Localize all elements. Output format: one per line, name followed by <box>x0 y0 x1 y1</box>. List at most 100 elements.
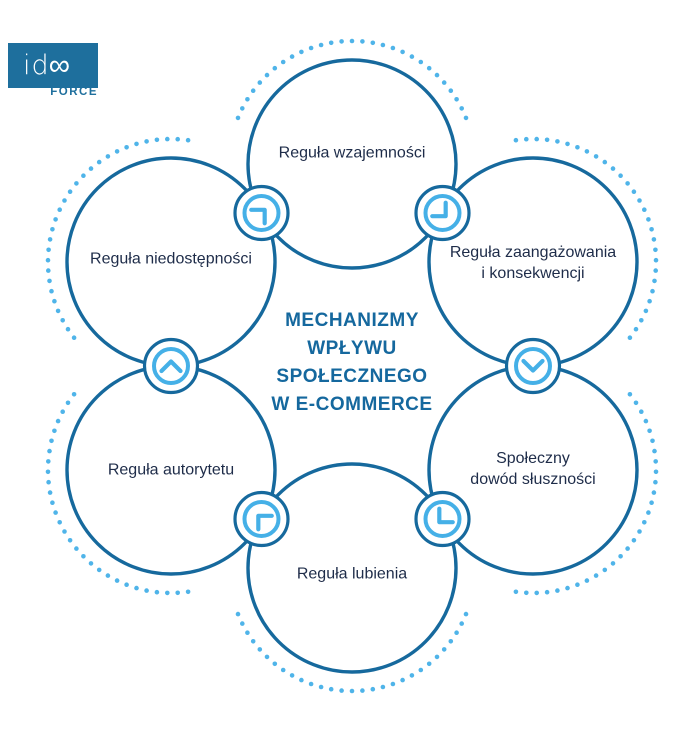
dot <box>289 54 295 59</box>
dot <box>454 97 459 102</box>
dot <box>46 268 51 273</box>
connector-inner-ring <box>242 500 281 538</box>
dot <box>250 88 256 93</box>
dot <box>610 561 616 566</box>
dot <box>134 585 139 591</box>
dots-arc-top-right <box>513 136 659 341</box>
node-circle-fill-top <box>248 60 456 268</box>
title-line: SPOŁECZNEGO <box>276 366 428 387</box>
dot <box>53 217 58 222</box>
dot <box>653 479 658 485</box>
dot <box>46 479 51 485</box>
dot <box>370 40 376 46</box>
dot <box>593 573 599 578</box>
dot <box>105 573 111 578</box>
dot <box>67 538 73 543</box>
dot <box>380 684 386 690</box>
dot <box>631 189 637 194</box>
label-line: Reguła niedostępności <box>90 250 252 268</box>
dot <box>360 688 365 693</box>
dot <box>627 392 633 397</box>
dot <box>426 661 432 667</box>
dot <box>105 154 111 159</box>
dot <box>434 654 440 660</box>
dot <box>175 136 180 142</box>
label-line: Reguła lubienia <box>296 565 408 583</box>
dot <box>308 681 314 687</box>
dot <box>318 42 324 48</box>
dot <box>47 278 52 284</box>
dot <box>639 318 644 323</box>
dot <box>299 49 304 55</box>
dot <box>555 139 560 144</box>
dot <box>584 578 590 583</box>
dot <box>257 647 263 652</box>
node-circle-bottom <box>246 462 458 674</box>
label-line: Społeczny <box>496 450 570 467</box>
dot <box>434 72 440 78</box>
dot <box>631 538 637 543</box>
node-label-regula-zaangazowania: Reguła zaangażowania i konsekwencji <box>450 242 616 284</box>
dot <box>544 589 550 595</box>
dot <box>418 667 424 673</box>
dot <box>652 278 657 284</box>
dot <box>646 510 651 515</box>
node-label-regula-niedostepnosci: Reguła niedostępności <box>90 249 252 270</box>
dot <box>390 45 396 51</box>
dot <box>46 247 51 253</box>
dot <box>610 166 616 171</box>
connector-5 <box>142 337 200 395</box>
dot <box>370 686 376 692</box>
dot <box>380 42 386 48</box>
ideo-logo: id∞ <box>8 43 98 88</box>
dot <box>49 288 54 294</box>
dots-arc-top <box>235 38 469 121</box>
dot <box>165 590 170 596</box>
dot <box>426 65 432 71</box>
label-line: Reguła autorytetu <box>107 461 235 479</box>
dot <box>653 459 658 464</box>
dot <box>88 166 94 171</box>
dot <box>400 677 405 683</box>
dot <box>96 567 102 573</box>
dot <box>53 510 58 515</box>
dot <box>264 72 270 78</box>
dot <box>81 554 86 559</box>
dot <box>88 561 94 566</box>
connector-inner-ring <box>423 194 462 232</box>
dot <box>602 567 608 573</box>
label-line: Reguła wzajemności <box>278 144 426 162</box>
dot <box>625 181 630 186</box>
dot <box>555 588 560 593</box>
dot <box>647 298 652 304</box>
dot <box>602 159 608 165</box>
dot <box>245 97 250 102</box>
dot <box>524 590 529 596</box>
dot <box>650 288 655 294</box>
dot <box>134 141 139 147</box>
title-line: W E-COMMERCE <box>271 394 433 415</box>
dot <box>257 80 263 85</box>
dot <box>524 136 529 142</box>
dot <box>245 630 250 635</box>
dot <box>534 136 539 142</box>
dot <box>185 589 191 595</box>
dot <box>349 688 355 694</box>
ideo-wordmark: id <box>23 50 50 81</box>
dot <box>144 588 149 593</box>
dot <box>62 529 67 534</box>
dot <box>235 115 241 121</box>
dot <box>45 469 51 475</box>
dot <box>584 149 590 154</box>
dot <box>463 611 469 617</box>
connector-inner-ring <box>242 194 281 232</box>
dots-arc-bottom-left <box>45 392 191 596</box>
dot <box>55 418 61 424</box>
dot <box>57 520 62 525</box>
dot <box>459 106 465 111</box>
dot <box>633 400 639 406</box>
dot <box>65 400 71 406</box>
dot <box>390 681 396 687</box>
dot <box>400 49 405 55</box>
dot <box>642 520 647 525</box>
